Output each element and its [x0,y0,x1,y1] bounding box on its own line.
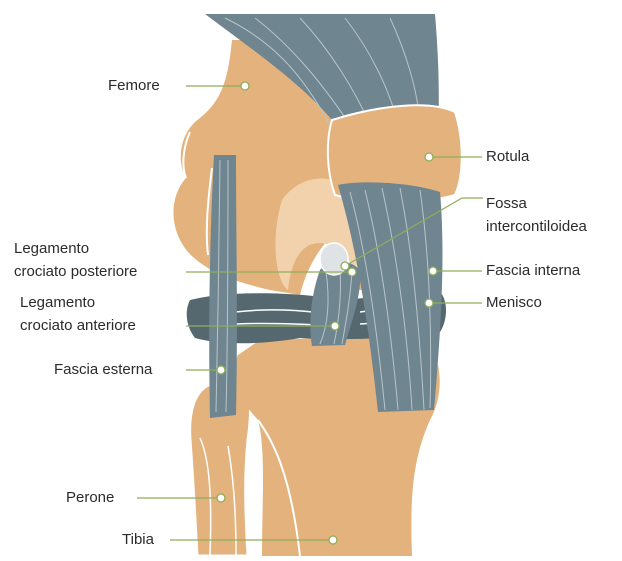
marker-fascia-esterna [217,366,225,374]
label-fossa-line1: Fossa [486,193,527,214]
label-lca-line1: Legamento [20,292,95,313]
marker-lca [331,322,339,330]
marker-lcp [348,268,356,276]
label-fascia-esterna: Fascia esterna [54,359,152,380]
marker-perone [217,494,225,502]
label-fossa-line2: intercontiloidea [486,216,587,237]
marker-rotula [425,153,433,161]
label-lcp-line1: Legamento [14,238,89,259]
marker-fascia-interna [429,267,437,275]
label-tibia: Tibia [122,529,154,550]
marker-fossa [341,262,349,270]
marker-tibia [329,536,337,544]
label-rotula: Rotula [486,146,529,167]
label-lca-line2: crociato anteriore [20,315,136,336]
label-menisco: Menisco [486,292,542,313]
label-lcp-line2: crociato posteriore [14,261,137,282]
marker-femore [241,82,249,90]
label-perone: Perone [66,487,114,508]
marker-menisco [425,299,433,307]
label-fascia-interna: Fascia interna [486,260,580,281]
lateral-ligament [209,155,237,418]
label-femore: Femore [108,75,160,96]
